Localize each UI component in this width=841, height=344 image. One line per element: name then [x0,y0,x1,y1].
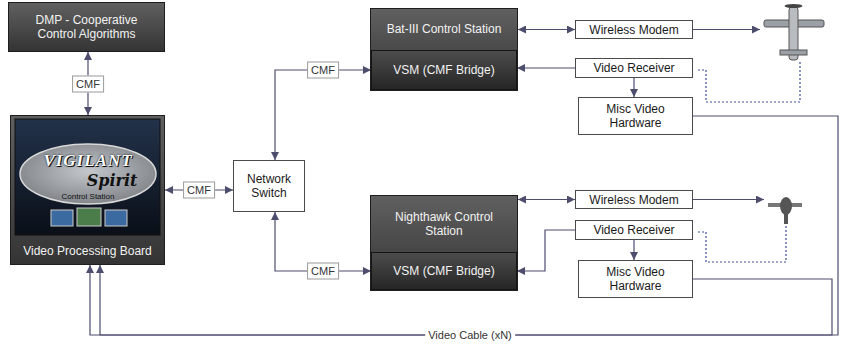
drone-tail [784,214,788,224]
aircraft-icon [764,4,824,60]
switch-box: Network Switch [233,160,305,212]
bridge-box: VSM (CMF Bridge) [371,50,517,90]
drone-body [780,197,792,215]
screen-thumbnail [51,210,73,226]
receiver-box: Video Receiver [575,58,693,78]
connector [275,70,371,160]
node-text: Video Processing Board [11,240,164,262]
screen-thumbnail [77,208,101,226]
logo-oval [20,144,156,204]
connector [518,29,575,30]
radio-link-arrow [693,199,764,200]
video-downlink [696,226,786,262]
drone-icon [768,197,802,224]
aircraft-tail [780,50,807,55]
connector-label: CMF [307,263,339,280]
node-text: Video Receiver [576,59,692,77]
modem-box: Wireless Modem [575,190,693,209]
connector [100,116,838,335]
connector [633,78,634,97]
node-text: Control Station [38,191,138,202]
connector-label: CMF [307,62,339,79]
node-text: Video Receiver [576,221,692,239]
connector-label: CMF [183,182,215,199]
screen-thumbnail [105,210,127,226]
connector-label: CMF [72,75,104,92]
node-text: Wireless Modem [576,21,692,38]
logo-panel [15,119,160,235]
connector-label: Video Cable (xN) [425,328,515,343]
node-text: Misc Video Hardware [579,98,692,134]
connector [517,230,575,271]
node-text: Wireless Modem [576,191,692,208]
receiver-box: Video Receiver [575,220,693,240]
node-text: Nighthawk Control Station [371,196,517,251]
bridge-box: VSM (CMF Bridge) [371,252,517,290]
hardware-box: Misc Video Hardware [578,97,693,135]
video-downlink [696,62,800,102]
aircraft-propeller [785,4,803,8]
control-station-box: Bat-III Control StationVSM (CMF Bridge) [370,8,518,91]
modem-box: Wireless Modem [575,20,693,39]
node-text: VSM (CMF Bridge) [372,51,516,89]
radio-link-arrow [693,29,760,30]
connector [518,199,575,200]
node-text: DMP - Cooperative Control Algorithms [9,3,164,51]
node-text: Bat-III Control Station [371,9,517,49]
connector [517,67,575,68]
node-text: Misc Video Hardware [579,261,692,297]
algorithm-box: DMP - Cooperative Control Algorithms [8,2,165,52]
node-text: VSM (CMF Bridge) [372,253,516,289]
connector [633,240,634,260]
hardware-box: Misc Video Hardware [578,260,693,298]
node-text: VIGILANT [23,150,153,172]
node-text: Network Switch [234,161,304,211]
ground-station-box: VIGILANTSpiritControl StationVideo Proce… [10,115,165,265]
control-station-box: Nighthawk Control StationVSM (CMF Bridge… [370,195,518,291]
node-text: Spirit [71,172,153,190]
